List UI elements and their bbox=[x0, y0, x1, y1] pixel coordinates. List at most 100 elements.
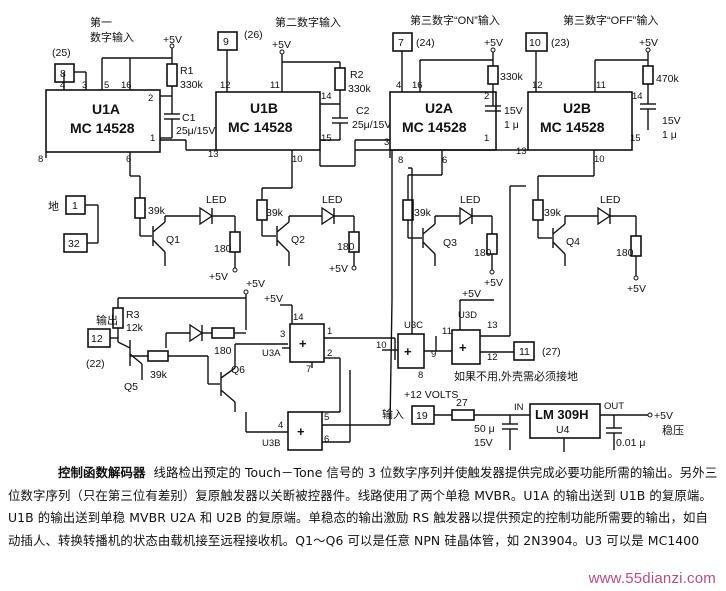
svg-text:13: 13 bbox=[516, 146, 527, 157]
svg-text:LED: LED bbox=[600, 194, 621, 206]
svg-text:180: 180 bbox=[214, 345, 232, 357]
svg-text:6: 6 bbox=[324, 434, 329, 445]
driver-q1: 39k Q1 LED 180 +5V bbox=[129, 152, 241, 283]
svg-text:16: 16 bbox=[412, 80, 423, 91]
svg-text:12: 12 bbox=[487, 352, 498, 363]
resistor-r2: R2 330k bbox=[320, 62, 372, 105]
svg-text:+5V: +5V bbox=[654, 410, 673, 422]
label-input-1a: 第一 bbox=[90, 15, 112, 29]
svg-text:IN: IN bbox=[514, 402, 524, 413]
svg-text:1 μ: 1 μ bbox=[504, 119, 519, 131]
svg-text:15: 15 bbox=[630, 133, 641, 144]
svg-text:10: 10 bbox=[292, 154, 303, 165]
svg-text:(25): (25) bbox=[52, 47, 71, 59]
svg-text:10: 10 bbox=[529, 37, 541, 49]
svg-text:180: 180 bbox=[474, 247, 492, 259]
output-stage: +5V R3 12k 输出 12 (22) Q5 39k Q6 bbox=[86, 278, 290, 433]
svg-text:39k: 39k bbox=[266, 207, 284, 219]
caption-block: 控制函数解码器 线路检出预定的 Touch－Tone 信号的 3 位数字序列并使… bbox=[8, 462, 720, 552]
svg-text:180: 180 bbox=[616, 247, 634, 259]
pin-box-7: 7 (24) bbox=[392, 32, 435, 52]
svg-text:(23): (23) bbox=[551, 37, 570, 49]
svg-text:39k: 39k bbox=[414, 207, 432, 219]
svg-text:稳压: 稳压 bbox=[662, 423, 684, 437]
svg-text:8: 8 bbox=[398, 155, 403, 166]
svg-text:11: 11 bbox=[270, 80, 280, 91]
svg-text:+5V: +5V bbox=[484, 37, 503, 49]
svg-text:330k: 330k bbox=[500, 71, 524, 83]
gate-u3a: + U3A 14 3 1 2 7 +5V bbox=[262, 293, 396, 375]
svg-text:+: + bbox=[297, 424, 305, 439]
svg-text:50 μ: 50 μ bbox=[474, 423, 495, 435]
svg-text:+5V: +5V bbox=[484, 277, 503, 289]
svg-text:5: 5 bbox=[324, 412, 329, 423]
svg-text:U3B: U3B bbox=[262, 438, 280, 449]
svg-text:180: 180 bbox=[214, 243, 232, 255]
chip-u1a: U1A MC 14528 4 3 5 16 2 1 8 6 bbox=[38, 71, 161, 165]
svg-text:+5V: +5V bbox=[246, 278, 265, 290]
svg-text:8: 8 bbox=[418, 370, 423, 381]
svg-text:U3D: U3D bbox=[458, 310, 477, 321]
svg-text:U1A: U1A bbox=[92, 101, 120, 117]
svg-text:C1: C1 bbox=[182, 112, 196, 124]
svg-text:Q6: Q6 bbox=[231, 364, 245, 376]
pin-box-10: 10 (23) bbox=[525, 32, 570, 52]
svg-text:39k: 39k bbox=[544, 207, 562, 219]
svg-text:470k: 470k bbox=[656, 73, 680, 85]
svg-text:MC 14528: MC 14528 bbox=[540, 119, 605, 135]
svg-text:+: + bbox=[404, 344, 412, 359]
svg-text:19: 19 bbox=[416, 410, 428, 422]
svg-text:MC 14528: MC 14528 bbox=[402, 119, 467, 135]
svg-text:+5V: +5V bbox=[163, 34, 182, 46]
regulator-u4: +12 VOLTS 输入 19 27 50 μ 15V IN LM 309H U… bbox=[382, 389, 684, 452]
chip-u2a: U2A MC 14528 4 16 2 1 3 8 6 bbox=[384, 51, 497, 166]
gate-u3b: + U3B 4 5 6 bbox=[262, 347, 351, 451]
svg-text:14: 14 bbox=[632, 91, 643, 102]
svg-text:27: 27 bbox=[456, 397, 468, 409]
circuit-schematic: 8 (25) 9 (26) 7 (24) 10 (23) 第一 数字输入 第二数… bbox=[38, 13, 684, 452]
svg-text:U1B: U1B bbox=[250, 100, 278, 116]
svg-text:Q1: Q1 bbox=[166, 234, 180, 246]
svg-text:8: 8 bbox=[38, 154, 43, 165]
svg-text:15V: 15V bbox=[474, 437, 493, 449]
svg-text:5: 5 bbox=[104, 80, 109, 91]
svg-text:3: 3 bbox=[384, 137, 389, 148]
svg-text:LED: LED bbox=[460, 194, 481, 206]
svg-text:39k: 39k bbox=[148, 205, 166, 217]
svg-text:MC 14528: MC 14528 bbox=[228, 119, 293, 135]
svg-text:Q4: Q4 bbox=[566, 236, 580, 248]
svg-text:9: 9 bbox=[431, 349, 436, 360]
label-input-1b: 数字输入 bbox=[90, 30, 134, 44]
svg-text:(26): (26) bbox=[244, 29, 263, 41]
svg-text:10: 10 bbox=[376, 340, 387, 351]
svg-text:1: 1 bbox=[327, 326, 332, 337]
caption-title: 控制函数解码器 bbox=[58, 465, 146, 480]
gate-u3c: + U3C 10 8 9 bbox=[376, 167, 452, 381]
svg-text:0.01 μ: 0.01 μ bbox=[616, 437, 645, 449]
svg-text:MC 14528: MC 14528 bbox=[70, 120, 135, 136]
svg-text:9: 9 bbox=[223, 36, 229, 48]
svg-text:11: 11 bbox=[519, 346, 530, 358]
label-input-3: 第三数字“ON”输入 bbox=[410, 13, 500, 27]
svg-text:+5V: +5V bbox=[627, 283, 646, 295]
svg-text:U3C: U3C bbox=[404, 320, 423, 331]
svg-text:330k: 330k bbox=[348, 83, 372, 95]
svg-text:+5V: +5V bbox=[209, 271, 228, 283]
driver-q2: 39k Q2 LED 180 +5V bbox=[256, 150, 360, 275]
vcc-u2a: +5V bbox=[419, 37, 503, 92]
svg-text:Q2: Q2 bbox=[291, 234, 305, 246]
svg-text:U4: U4 bbox=[556, 424, 570, 436]
svg-text:1: 1 bbox=[150, 133, 155, 144]
svg-text:+5V: +5V bbox=[639, 37, 658, 49]
svg-text:3: 3 bbox=[280, 329, 285, 340]
svg-text:8: 8 bbox=[60, 68, 66, 80]
svg-text:C2: C2 bbox=[356, 105, 370, 117]
svg-text:1 μ: 1 μ bbox=[662, 129, 677, 141]
svg-text:LM 309H: LM 309H bbox=[535, 407, 588, 422]
svg-text:3: 3 bbox=[82, 80, 87, 91]
svg-text:14: 14 bbox=[321, 91, 332, 102]
svg-text:39k: 39k bbox=[150, 369, 168, 381]
svg-text:15V: 15V bbox=[504, 105, 523, 117]
svg-text:R1: R1 bbox=[180, 65, 194, 77]
svg-text:(24): (24) bbox=[416, 37, 435, 49]
